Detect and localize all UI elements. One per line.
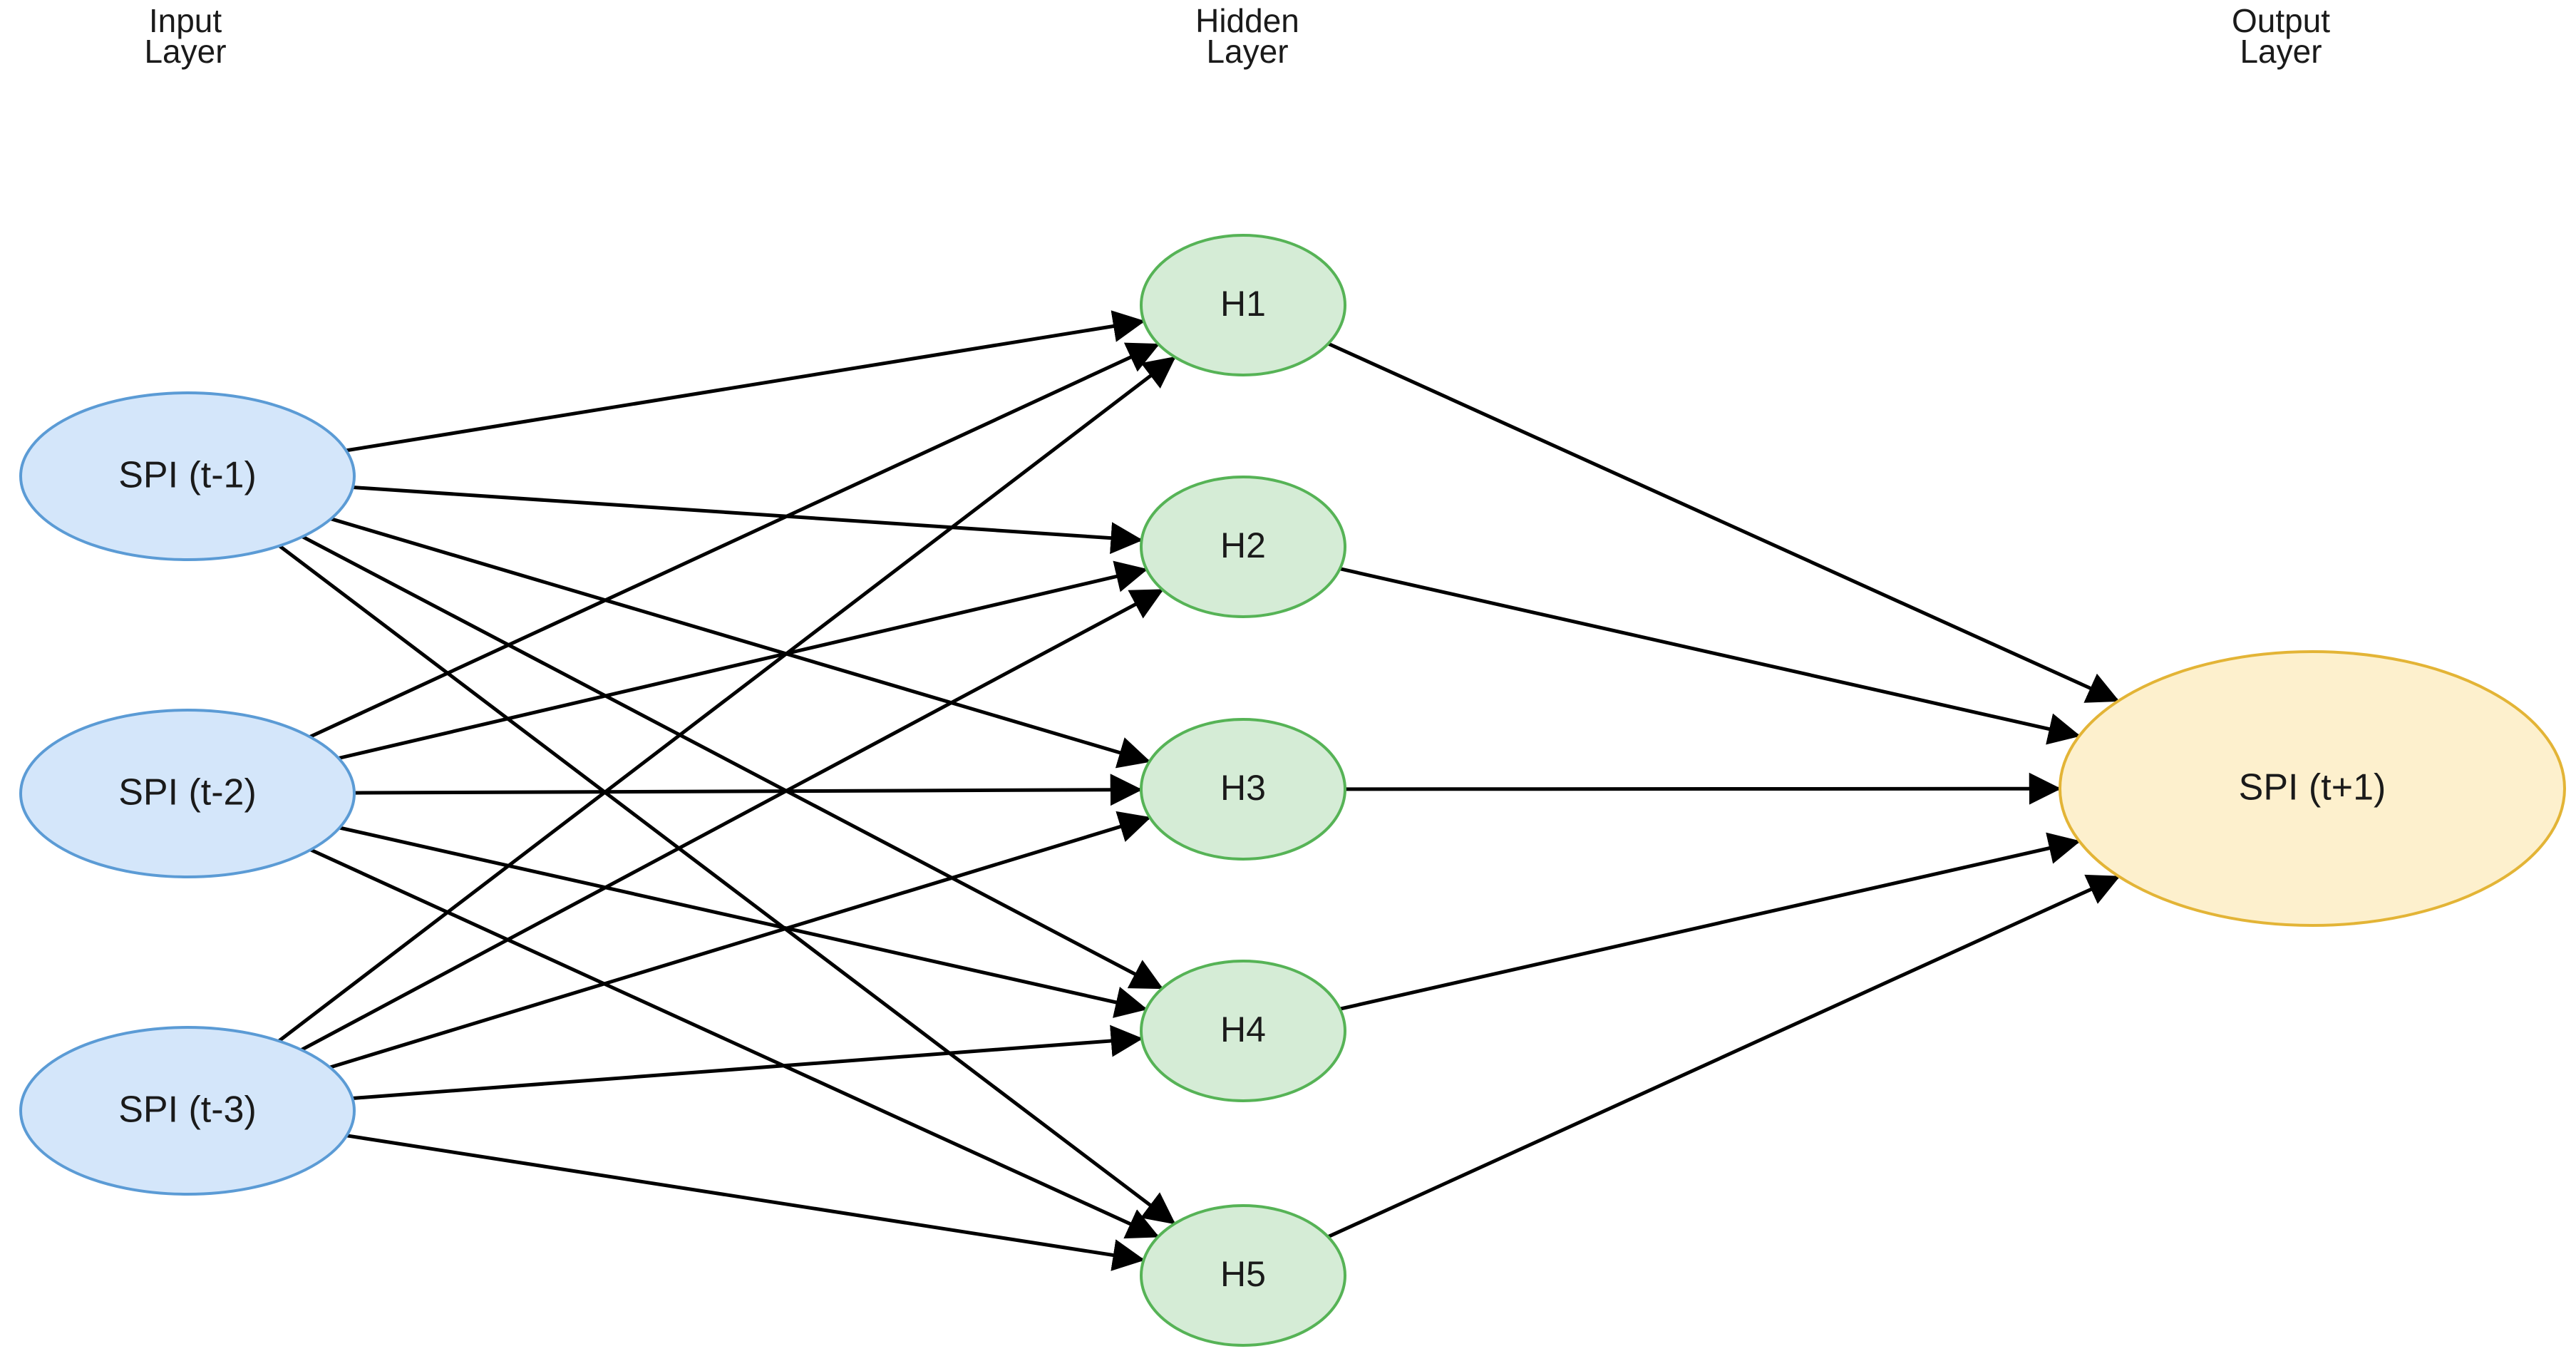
node-shape-in3[interactable] — [19, 1026, 356, 1196]
edge-in1-to-h4 — [302, 535, 1164, 990]
edge-in3-to-h3 — [329, 811, 1151, 1069]
edge-in2-to-h2 — [338, 560, 1148, 760]
node-h5[interactable]: H5 — [1140, 1204, 1346, 1347]
node-in1[interactable]: SPI (t-1) — [19, 391, 356, 561]
node-shape-h1[interactable] — [1140, 234, 1346, 376]
layer-title-hidden-line2: Layer — [1206, 33, 1288, 70]
edge-in1-to-h3 — [330, 517, 1151, 769]
edge-in2-to-h3 — [354, 774, 1143, 806]
node-label-in3: SPI (t-3) — [118, 1089, 257, 1131]
node-label-out1: SPI (t+1) — [2239, 767, 2386, 808]
edge-in2-to-h1 — [309, 342, 1160, 739]
layer-title-input-line2: Layer — [144, 33, 226, 70]
node-shape-h3[interactable] — [1140, 718, 1346, 861]
node-h2[interactable]: H2 — [1140, 476, 1346, 618]
edges-group — [277, 310, 2121, 1271]
node-shape-in1[interactable] — [19, 391, 356, 561]
edge-h1-to-out1 — [1327, 342, 2120, 703]
edge-in1-to-h5 — [278, 544, 1176, 1225]
node-label-h4: H4 — [1220, 1010, 1266, 1049]
edge-h2-to-out1 — [1339, 567, 2081, 745]
node-label-h3: H3 — [1220, 768, 1266, 808]
node-in3[interactable]: SPI (t-3) — [19, 1026, 356, 1196]
edge-in2-to-h4 — [339, 826, 1148, 1018]
node-shape-h4[interactable] — [1140, 960, 1346, 1102]
layer-title-output-line1: Output — [2232, 2, 2330, 39]
edge-in1-to-h1 — [346, 310, 1145, 453]
node-h1[interactable]: H1 — [1140, 234, 1346, 376]
node-shape-h2[interactable] — [1140, 476, 1346, 618]
layer-title-output-line2: Layer — [2240, 33, 2322, 70]
edge-in3-to-h2 — [300, 588, 1164, 1052]
edge-in3-to-h5 — [346, 1134, 1145, 1271]
node-label-h1: H1 — [1220, 284, 1266, 324]
edge-in1-to-h2 — [352, 486, 1143, 555]
node-label-h5: H5 — [1220, 1254, 1266, 1294]
node-shape-h5[interactable] — [1140, 1204, 1346, 1347]
node-shape-in2[interactable] — [19, 709, 356, 878]
node-label-h2: H2 — [1220, 525, 1266, 565]
edge-h5-to-out1 — [1327, 874, 2121, 1239]
edge-in3-to-h4 — [352, 1025, 1143, 1100]
layer-title-hidden-line1: Hidden — [1195, 2, 1299, 39]
node-shape-out1[interactable] — [2059, 650, 2566, 927]
node-h4[interactable]: H4 — [1140, 960, 1346, 1102]
node-in2[interactable]: SPI (t-2) — [19, 709, 356, 878]
edge-in2-to-h5 — [309, 848, 1160, 1239]
edge-in3-to-h1 — [277, 356, 1176, 1043]
layer-title-input-line1: Input — [149, 2, 222, 39]
node-out1[interactable]: SPI (t+1) — [2059, 650, 2566, 927]
node-label-in1: SPI (t-1) — [118, 455, 257, 496]
node-label-in2: SPI (t-2) — [118, 772, 257, 813]
node-h3[interactable]: H3 — [1140, 718, 1346, 861]
edge-h4-to-out1 — [1339, 832, 2081, 1011]
